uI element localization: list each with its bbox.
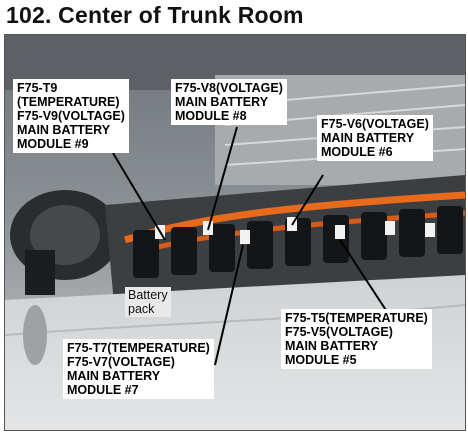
- callout-module-8: F75-V8(VOLTAGE) MAIN BATTERY MODULE #8: [171, 79, 287, 125]
- page-title: 102. Center of Trunk Room: [6, 2, 304, 28]
- callout-module-9: F75-T9 (TEMPERATURE) F75-V9(VOLTAGE) MAI…: [13, 79, 129, 153]
- callout-module-5: F75-T5(TEMPERATURE) F75-V5(VOLTAGE) MAIN…: [281, 309, 432, 369]
- trunk-photo: F75-T9 (TEMPERATURE) F75-V9(VOLTAGE) MAI…: [4, 34, 466, 431]
- callout-module-7: F75-T7(TEMPERATURE) F75-V7(VOLTAGE) MAIN…: [63, 339, 214, 399]
- callout-module-6: F75-V6(VOLTAGE) MAIN BATTERY MODULE #6: [317, 115, 433, 161]
- battery-pack-label: Battery pack: [125, 287, 171, 317]
